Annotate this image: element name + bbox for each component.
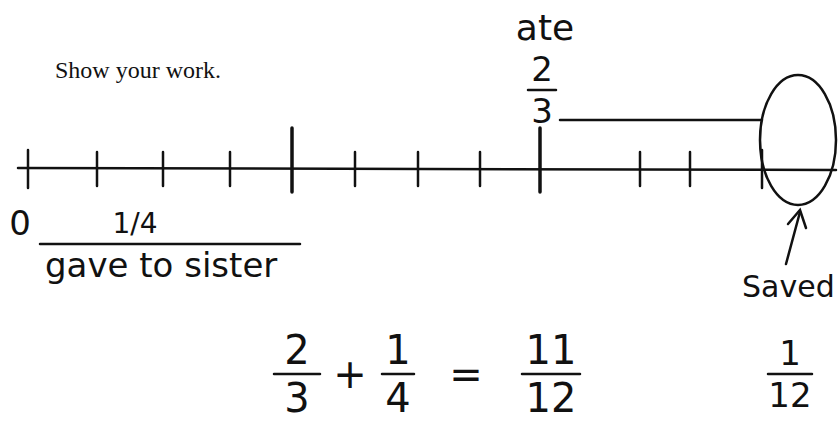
fraction-denominator: 3: [284, 378, 309, 418]
operator-sign: +: [333, 354, 367, 394]
fraction-bar: [522, 373, 580, 376]
fraction-denominator: 4: [385, 378, 410, 418]
fraction-bar: [528, 89, 556, 92]
handwritten-label: Saved: [742, 272, 835, 302]
equals-sign: =: [449, 354, 483, 394]
number-label: 0: [9, 206, 31, 240]
fraction-bar: [768, 373, 812, 376]
fraction-numerator: 1: [779, 336, 801, 370]
fraction-bar: [382, 373, 414, 376]
circled-segment: [760, 75, 836, 205]
handwritten-label: ate: [516, 10, 574, 46]
fraction-numerator: 11: [526, 330, 577, 370]
fraction-numerator: 2: [531, 52, 553, 86]
number-line: [18, 168, 836, 170]
underline: [40, 243, 300, 246]
fraction-bar: [274, 373, 320, 376]
tick-mark-major: [290, 128, 294, 192]
instruction-text: Show your work.: [55, 58, 221, 82]
tick-mark: [689, 152, 692, 186]
tick-mark: [229, 152, 232, 186]
tick-mark: [479, 152, 482, 186]
fraction-label: 1/4: [112, 210, 157, 238]
tick-mark: [96, 152, 99, 186]
arrow-head: [788, 210, 806, 228]
tick-mark-major: [538, 128, 542, 192]
fraction-denominator: 3: [531, 94, 553, 128]
fraction-denominator: 12: [768, 378, 811, 412]
fraction-numerator: 1: [385, 330, 410, 370]
tick-mark: [354, 152, 357, 186]
fraction-numerator: 2: [284, 330, 309, 370]
fraction-denominator: 12: [526, 378, 577, 418]
tick-mark: [417, 152, 420, 186]
tick-mark: [639, 152, 642, 186]
tick-mark: [162, 152, 165, 186]
handwritten-label: gave to sister: [45, 248, 277, 282]
leader-line: [560, 119, 762, 122]
tick-mark: [27, 150, 30, 188]
